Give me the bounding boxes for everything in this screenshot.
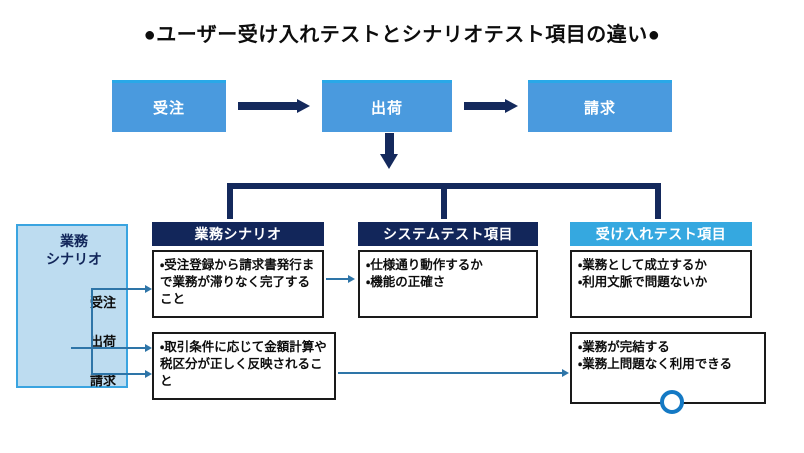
page-title: ●ユーザー受け入れテストとシナリオテスト項目の違い● xyxy=(143,24,661,46)
column-header-label: システムテスト項目 xyxy=(382,226,514,242)
connector-shukka-arrowhead xyxy=(145,344,152,352)
flow-step-label: 受注 xyxy=(152,100,185,117)
column-header-label: 業務シナリオ xyxy=(194,226,282,242)
flow-step-seikyu: 請求 xyxy=(528,80,672,132)
arrow-down-icon xyxy=(380,133,398,169)
circle-marker-icon xyxy=(660,390,684,414)
connector-juchu-horizontal xyxy=(91,288,149,290)
content-box-gyomu-scenario-detail: ・取引条件に応じて金額計算や税区分が正しく反映されること xyxy=(152,332,336,400)
connector-shukka-horizontal xyxy=(71,347,149,349)
flow-step-juchu: 受注 xyxy=(112,80,226,132)
connector-juchu-arrowhead xyxy=(145,285,152,293)
connector-seikyu-horizontal xyxy=(91,373,149,375)
branch-drop-right xyxy=(655,183,661,219)
column-header-system-test: システムテスト項目 xyxy=(358,222,538,246)
content-text-line1: ・業務が完結する xyxy=(578,340,670,354)
content-text-line2: ・業務上問題なく利用できる xyxy=(578,357,733,371)
connector-vertical-spine xyxy=(91,288,93,374)
content-text: ・取引条件に応じて金額計算や税区分が正しく反映されること xyxy=(160,340,327,388)
sidebar-item-shukka[interactable]: 出荷 xyxy=(89,334,116,349)
flow-step-shukka: 出荷 xyxy=(322,80,452,132)
sidebar-item-seikyu[interactable]: 請求 xyxy=(89,373,116,388)
sidebar-panel-gyomu-scenario: 業務 シナリオ 受注 出荷 請求 xyxy=(16,224,128,388)
arrow-right-icon xyxy=(464,99,518,113)
flow-step-label: 出荷 xyxy=(370,100,403,117)
content-box-system-test: ・仕様通り動作するか ・機能の正確さ xyxy=(358,250,538,318)
column-header-label: 受け入れテスト項目 xyxy=(595,226,727,242)
content-text-line1: ・業務として成立するか xyxy=(578,258,707,272)
column-header-gyomu-scenario: 業務シナリオ xyxy=(152,222,324,246)
sidebar-title-line2: シナリオ xyxy=(46,251,102,267)
arrow-head xyxy=(380,154,398,169)
content-box-acceptance-test: ・業務として成立するか ・利用文脈で問題ないか xyxy=(570,250,752,318)
column-header-acceptance-test: 受け入れテスト項目 xyxy=(570,222,752,246)
sidebar-title: 業務 シナリオ xyxy=(18,232,130,268)
connector-scenario-to-system xyxy=(326,278,352,280)
connector-detail-to-acceptance xyxy=(338,372,566,374)
connector-detail-to-acceptance-arrowhead xyxy=(562,369,569,377)
branch-drop-center xyxy=(441,183,447,219)
content-text: ・受注登録から請求書発行まで業務が滞りなく完了すること xyxy=(160,258,315,306)
flow-step-label: 請求 xyxy=(583,100,616,117)
arrow-head xyxy=(505,99,518,113)
sidebar-title-line1: 業務 xyxy=(60,233,88,249)
content-box-gyomu-scenario: ・受注登録から請求書発行まで業務が滞りなく完了すること xyxy=(152,250,324,318)
arrow-head xyxy=(297,99,310,113)
branch-drop-left xyxy=(227,183,233,219)
connector-seikyu-arrowhead xyxy=(145,370,152,378)
sidebar-item-juchu[interactable]: 受注 xyxy=(89,295,116,310)
content-text-line1: ・仕様通り動作するか xyxy=(366,258,483,272)
arrow-shaft xyxy=(385,133,394,156)
arrow-shaft xyxy=(238,102,297,110)
arrow-shaft xyxy=(464,102,505,110)
content-text-line2: ・利用文脈で問題ないか xyxy=(578,275,708,289)
content-text-line2: ・機能の正確さ xyxy=(366,275,446,289)
arrow-right-icon xyxy=(238,99,310,113)
connector-scenario-to-system-arrowhead xyxy=(348,275,355,283)
